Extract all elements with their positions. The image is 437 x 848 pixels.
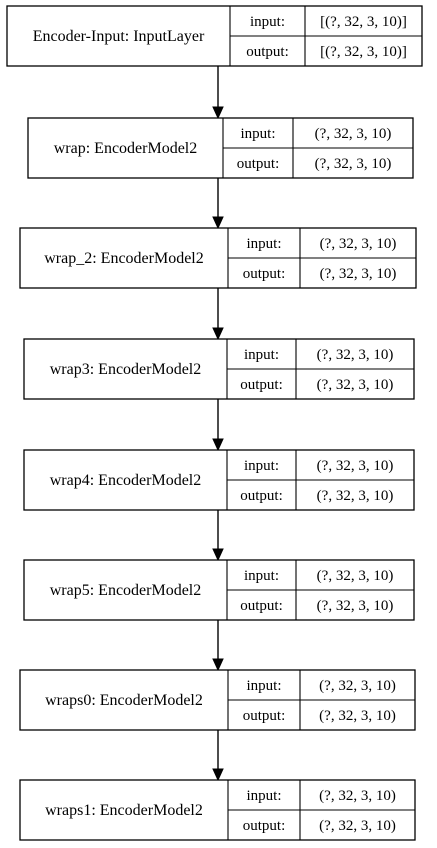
output-shape: (?, 32, 3, 10) (319, 818, 396, 834)
connection-arrow (212, 510, 224, 562)
layer-name: wraps1: EncoderModel2 (45, 802, 203, 819)
arrow-head-icon (212, 768, 224, 782)
input-label: input: (246, 788, 281, 804)
layer-node: wraps1: EncoderModel2 input: (?, 32, 3, 10… (19, 779, 416, 841)
output-shape: (?, 32, 3, 10) (319, 708, 396, 724)
layer-node: wraps0: EncoderModel2 input: (?, 32, 3, 10… (19, 669, 416, 731)
connection-arrow (212, 178, 224, 230)
input-label: input: (246, 236, 281, 252)
output-label: output: (240, 488, 283, 504)
input-label: input: (244, 458, 279, 474)
layer-name: wrap4: EncoderModel2 (50, 472, 202, 489)
output-label: output: (237, 156, 280, 172)
arrow-head-icon (212, 106, 224, 120)
layer-node: Encoder-Input: InputLayer input: [(?, 32, … (6, 5, 423, 67)
input-label: input: (250, 14, 285, 30)
connection-arrow (212, 730, 224, 782)
arrow-head-icon (212, 216, 224, 230)
layer-node: wrap_2: EncoderModel2 input: (?, 32, 3, 10… (19, 227, 417, 289)
output-shape: [(?, 32, 3, 10)] (320, 44, 407, 60)
layer-node: wrap5: EncoderModel2 input: (?, 32, 3, 10)… (23, 559, 415, 621)
connection-arrow (212, 399, 224, 452)
arrow-head-icon (212, 548, 224, 562)
input-shape: [(?, 32, 3, 10)] (320, 14, 407, 30)
input-label: input: (244, 347, 279, 363)
input-label: input: (244, 568, 279, 584)
input-label: input: (240, 126, 275, 142)
output-shape: (?, 32, 3, 10) (315, 156, 392, 172)
connection-arrow (212, 288, 224, 341)
output-shape: (?, 32, 3, 10) (317, 377, 394, 393)
input-shape: (?, 32, 3, 10) (317, 568, 394, 584)
layer-box (23, 559, 415, 621)
input-shape: (?, 32, 3, 10) (317, 347, 394, 363)
input-shape: (?, 32, 3, 10) (315, 126, 392, 142)
layer-name: wrap5: EncoderModel2 (50, 582, 202, 599)
output-label: output: (240, 377, 283, 393)
output-shape: (?, 32, 3, 10) (317, 488, 394, 504)
arrow-head-icon (212, 438, 224, 452)
connection-arrow (212, 620, 224, 672)
output-label: output: (243, 266, 286, 282)
output-label: output: (243, 708, 286, 724)
arrow-head-icon (212, 327, 224, 341)
output-label: output: (240, 598, 283, 614)
output-label: output: (246, 44, 289, 60)
layer-name: wraps0: EncoderModel2 (45, 692, 203, 709)
input-shape: (?, 32, 3, 10) (319, 788, 396, 804)
connection-arrow (212, 66, 224, 120)
input-shape: (?, 32, 3, 10) (319, 678, 396, 694)
layer-name: wrap: EncoderModel2 (54, 140, 198, 157)
output-shape: (?, 32, 3, 10) (320, 266, 397, 282)
output-label: output: (243, 818, 286, 834)
layer-name: Encoder-Input: InputLayer (33, 28, 205, 45)
layer-node: wrap4: EncoderModel2 input: (?, 32, 3, 10)… (23, 449, 415, 511)
layer-node: wrap3: EncoderModel2 input: (?, 32, 3, 10)… (23, 338, 415, 400)
input-shape: (?, 32, 3, 10) (317, 458, 394, 474)
layer-name: wrap3: EncoderModel2 (50, 361, 202, 378)
layer-node: wrap: EncoderModel2 input: (?, 32, 3, 10) o… (27, 117, 414, 179)
output-shape: (?, 32, 3, 10) (317, 598, 394, 614)
input-shape: (?, 32, 3, 10) (320, 236, 397, 252)
arrow-head-icon (212, 658, 224, 672)
input-label: input: (246, 678, 281, 694)
layer-name: wrap_2: EncoderModel2 (44, 250, 204, 267)
